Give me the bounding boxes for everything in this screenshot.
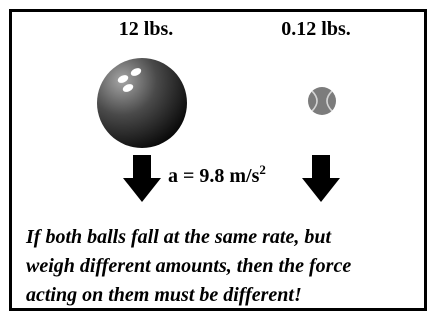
caption-line-1: If both balls fall at the same rate, but [26, 226, 332, 248]
tennis-ball [308, 87, 336, 115]
light-ball-weight-label: 0.12 lbs. [281, 18, 351, 40]
acceleration-label: a = 9.8 m/s2 [168, 162, 266, 188]
down-arrow-icon [302, 155, 340, 202]
acceleration-text: a = 9.8 m/s [168, 165, 260, 187]
thumb-hole [122, 84, 134, 92]
caption-line-2: weigh different amounts, then the force [26, 255, 352, 277]
finger-hole [117, 75, 129, 83]
acceleration-exponent: 2 [259, 162, 266, 177]
finger-hole [130, 68, 142, 76]
caption-line-3: acting on them must be different! [26, 284, 302, 306]
conclusion-caption: If both balls fall at the same rate, but… [26, 223, 421, 310]
diagram-frame [9, 9, 427, 311]
down-arrow-icon [123, 155, 161, 202]
bowling-ball [97, 58, 187, 148]
heavy-ball-weight-label: 12 lbs. [118, 18, 174, 40]
